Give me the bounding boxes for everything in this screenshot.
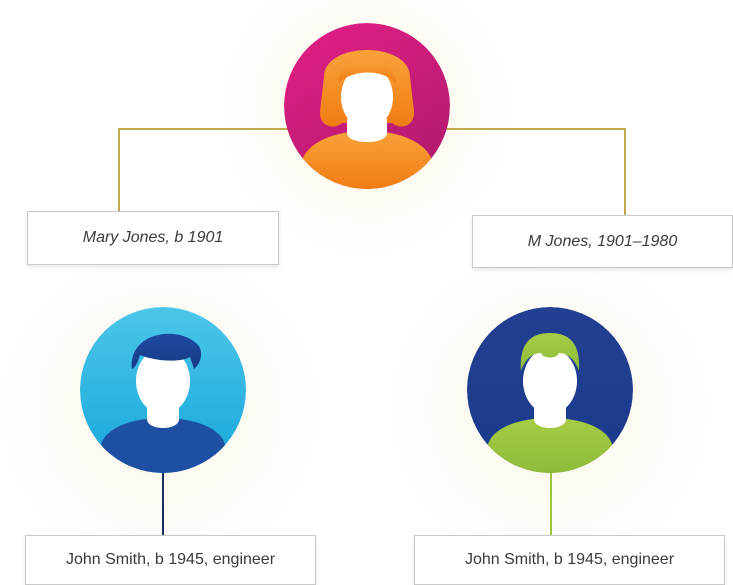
name-label-mary-jones: Mary Jones, b 1901 (27, 211, 279, 265)
connector-line-right-horizontal (445, 128, 626, 130)
man-avatar-icon (80, 307, 246, 473)
child-right-avatar (467, 307, 633, 473)
connector-line-left-vertical (118, 128, 120, 212)
connector-line-child-left (162, 470, 164, 536)
child-left-avatar (80, 307, 246, 473)
connector-line-child-right (550, 470, 552, 536)
name-label-john-smith-left: John Smith, b 1945, engineer (25, 535, 316, 585)
name-label-john-smith-right: John Smith, b 1945, engineer (414, 535, 725, 585)
connector-line-left-horizontal (118, 128, 288, 130)
parent-node-avatar (284, 23, 450, 189)
woman-avatar-icon (284, 23, 450, 189)
man-avatar-icon (467, 307, 633, 473)
name-label-m-jones: M Jones, 1901–1980 (472, 215, 733, 268)
connector-line-right-vertical (624, 128, 626, 216)
